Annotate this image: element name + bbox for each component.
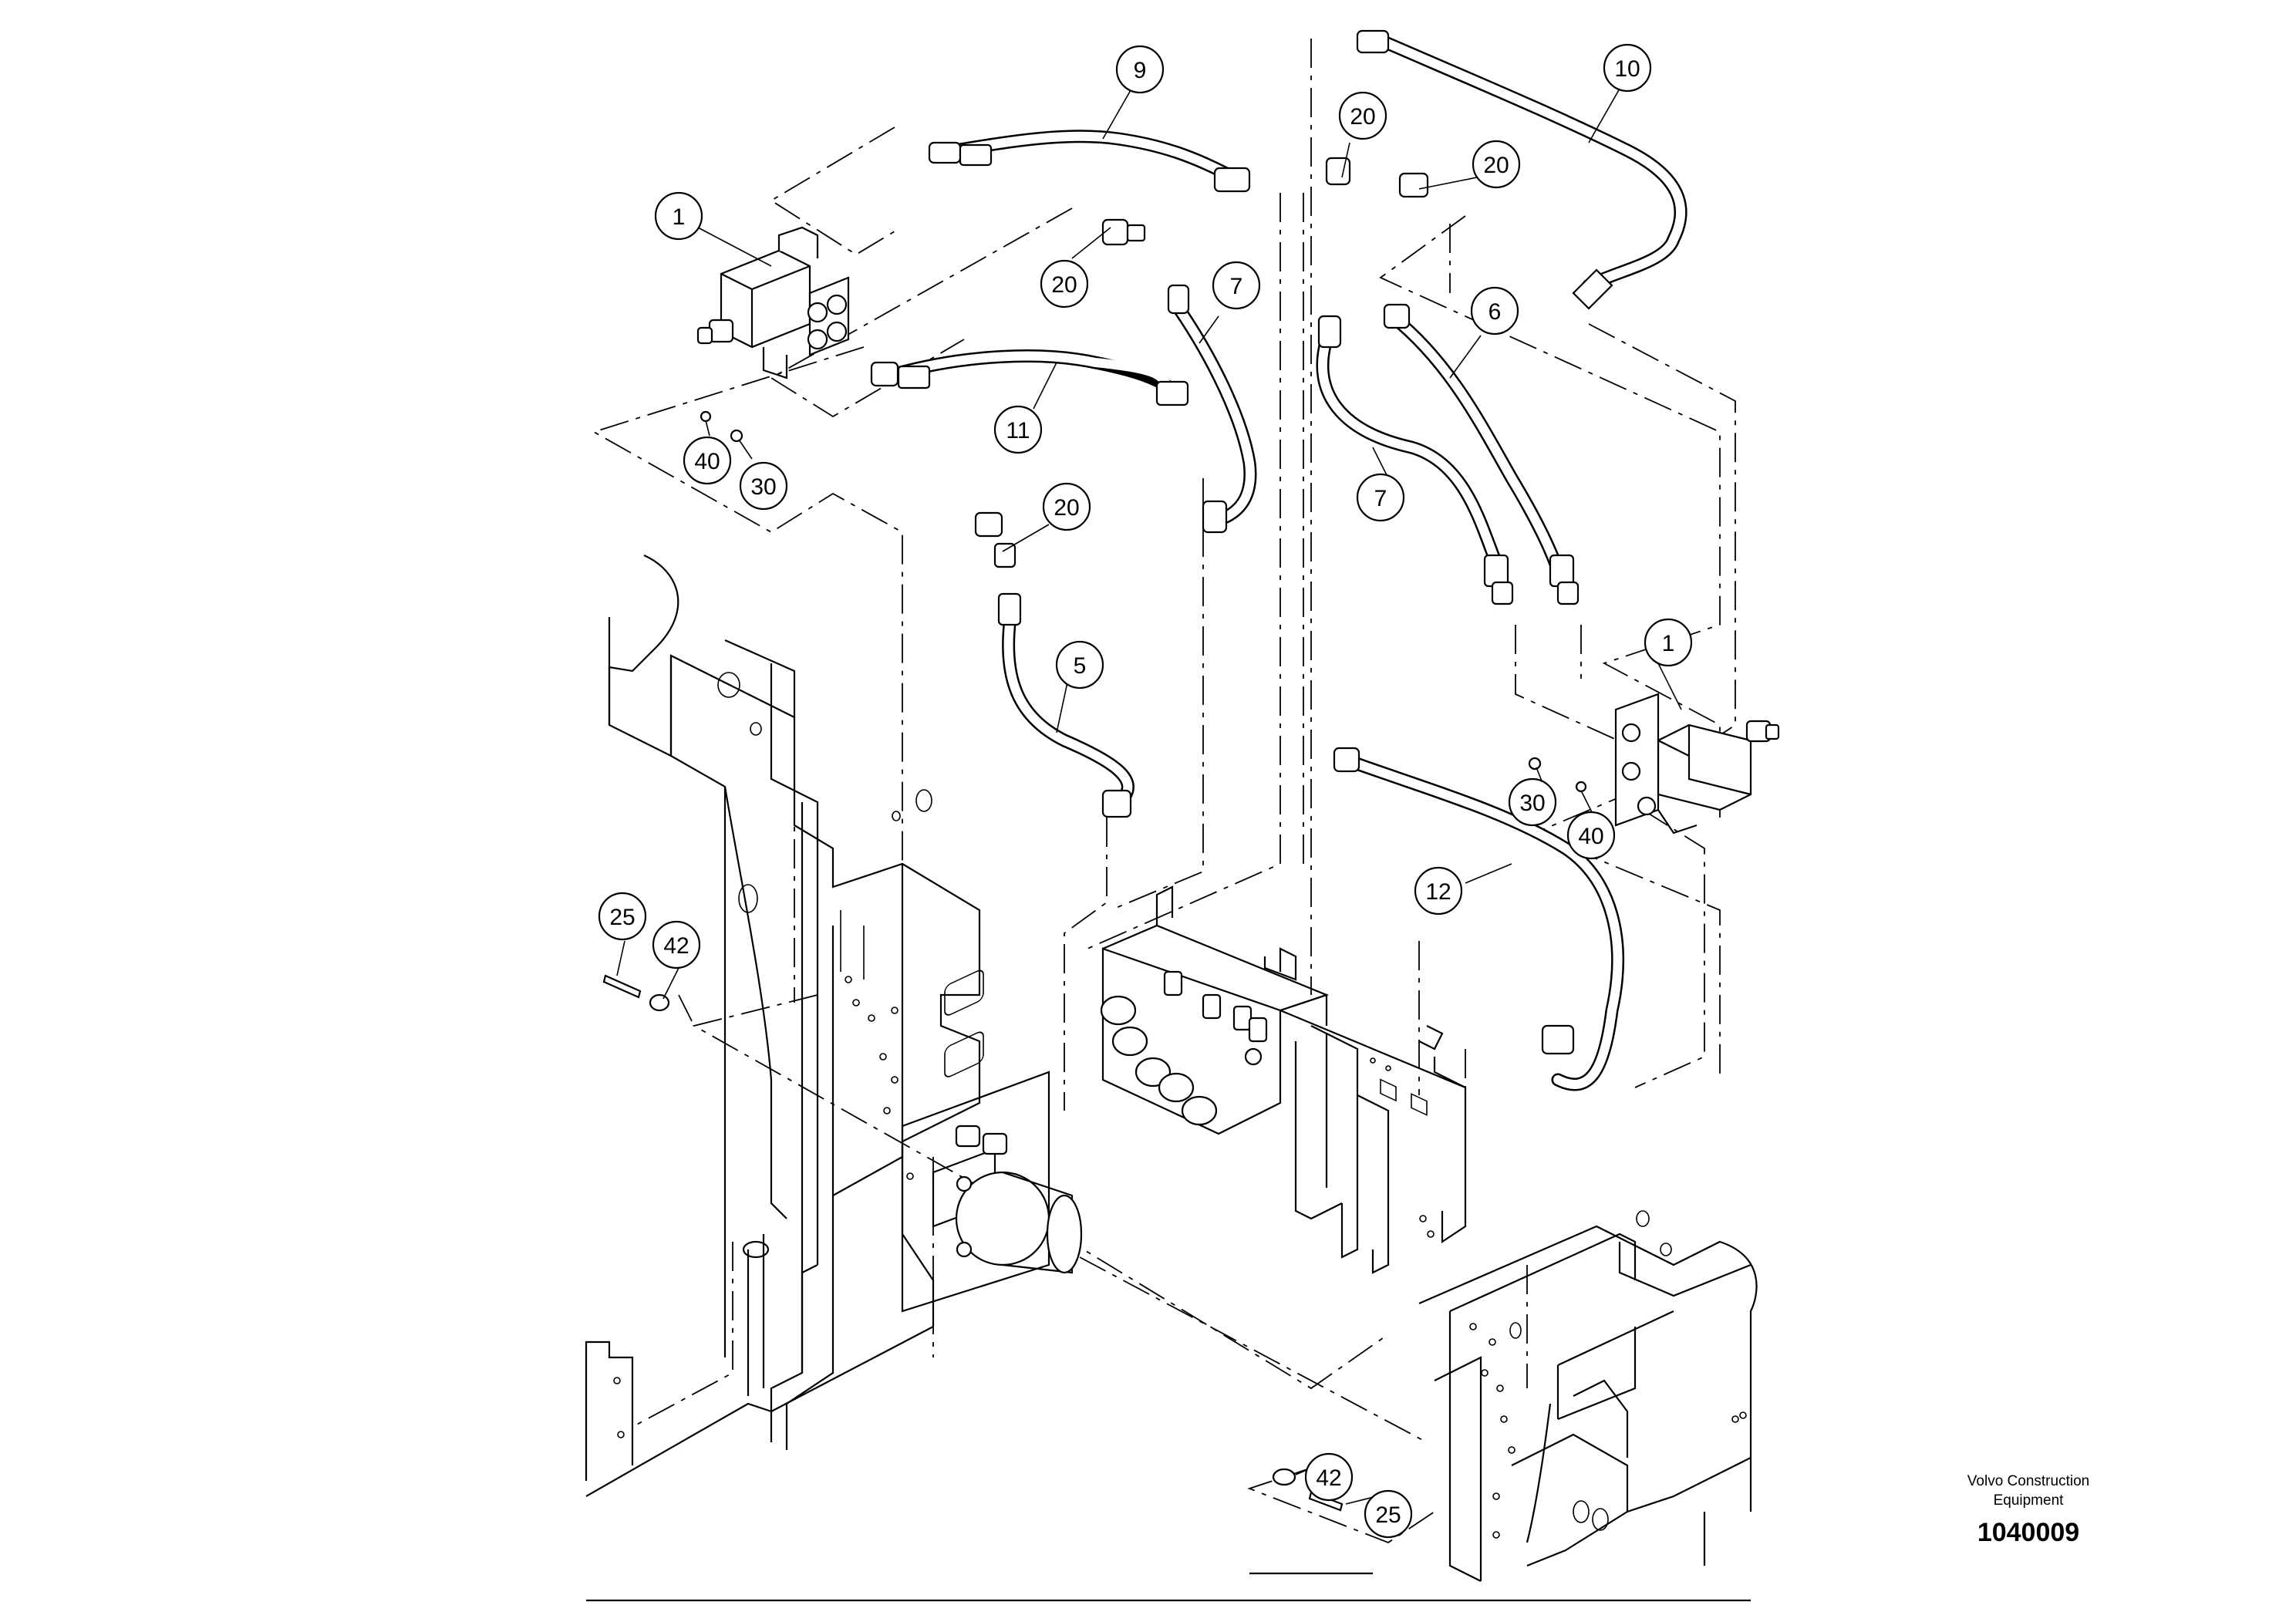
filter-unit xyxy=(901,1071,1083,1313)
right-frame xyxy=(1418,1210,1758,1582)
svg-text:1: 1 xyxy=(673,204,686,230)
solenoid-valve-left xyxy=(696,226,850,379)
svg-text:30: 30 xyxy=(1519,791,1545,816)
callout-30-right: 30 xyxy=(1508,777,1557,827)
svg-text:7: 7 xyxy=(1374,486,1387,511)
callout-7-upper: 7 xyxy=(1212,261,1261,310)
brand-name-line-2: Equipment xyxy=(1993,1492,2064,1509)
callout-5: 5 xyxy=(1055,640,1104,690)
svg-text:25: 25 xyxy=(609,905,635,930)
svg-text:6: 6 xyxy=(1489,299,1502,325)
brand-name-line-1: Volvo Construction xyxy=(1967,1473,2090,1489)
svg-text:20: 20 xyxy=(1350,104,1375,130)
svg-text:25: 25 xyxy=(1375,1502,1401,1528)
svg-text:7: 7 xyxy=(1230,274,1243,299)
svg-text:42: 42 xyxy=(1316,1465,1341,1491)
callout-25-bottom: 25 xyxy=(1364,1489,1413,1539)
callout-25-left: 25 xyxy=(598,892,647,941)
callout-20-top-mid: 20 xyxy=(1338,91,1387,140)
svg-text:11: 11 xyxy=(1006,418,1030,443)
svg-text:20: 20 xyxy=(1051,272,1077,298)
svg-text:30: 30 xyxy=(750,474,776,500)
callout-12: 12 xyxy=(1414,866,1463,916)
svg-text:40: 40 xyxy=(1578,824,1603,849)
svg-text:20: 20 xyxy=(1483,153,1509,178)
svg-text:40: 40 xyxy=(694,449,720,474)
callout-1-left: 1 xyxy=(654,191,703,241)
callout-9: 9 xyxy=(1115,45,1165,94)
solenoid-valve-right xyxy=(1614,693,1780,835)
mounting-bracket xyxy=(1279,1009,1467,1274)
fittings xyxy=(870,29,1613,1055)
base-lines xyxy=(586,1572,1751,1602)
callout-20-mid: 20 xyxy=(1042,482,1091,531)
svg-text:10: 10 xyxy=(1614,56,1640,82)
callout-42-left: 42 xyxy=(652,920,701,969)
callout-7-lower: 7 xyxy=(1356,473,1405,522)
leader-lines xyxy=(616,84,1682,1505)
svg-text:42: 42 xyxy=(663,933,689,959)
callout-20-top-left: 20 xyxy=(1040,259,1089,309)
assembly-lines xyxy=(592,39,1736,1544)
callout-10: 10 xyxy=(1603,43,1652,93)
left-frame-plate xyxy=(585,554,984,1497)
svg-text:1: 1 xyxy=(1662,631,1675,656)
svg-text:12: 12 xyxy=(1425,879,1451,905)
drawing-number: 1040009 xyxy=(1977,1518,2080,1547)
callout-40-left: 40 xyxy=(683,436,732,485)
callout-11: 11 xyxy=(993,405,1043,454)
svg-text:20: 20 xyxy=(1054,495,1079,521)
small-hardware xyxy=(602,410,1587,1512)
callout-30-left: 30 xyxy=(739,461,788,511)
callout-1-right: 1 xyxy=(1644,618,1693,667)
callout-40-right: 40 xyxy=(1566,811,1616,860)
hoses xyxy=(888,32,1687,1091)
callout-6: 6 xyxy=(1470,286,1519,336)
valve-block xyxy=(1100,885,1330,1135)
svg-text:5: 5 xyxy=(1074,653,1087,679)
svg-text:9: 9 xyxy=(1134,58,1147,83)
callout-42-bottom: 42 xyxy=(1304,1452,1354,1502)
callout-20-top-right: 20 xyxy=(1472,140,1521,189)
